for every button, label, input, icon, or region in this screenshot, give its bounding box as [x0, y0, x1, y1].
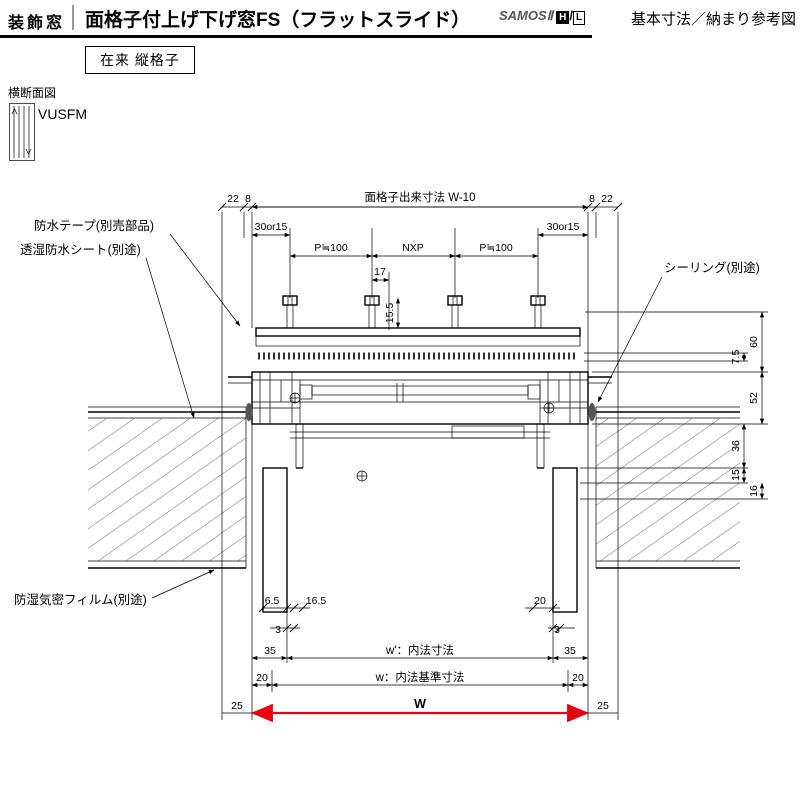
- header-rule: [0, 35, 592, 38]
- lattice-frame-bar: [255, 327, 581, 360]
- brand-badge-separator: /: [569, 8, 573, 23]
- bolt-icon: [447, 295, 463, 329]
- dim-22-right: 22: [601, 193, 613, 205]
- waterproof-tape-joint: [245, 403, 253, 421]
- dim-pitch-left: P≒100: [314, 242, 347, 254]
- dim-36: 36: [730, 440, 742, 452]
- dim-7-5: 7.5: [730, 350, 742, 365]
- model-code: VUSFM: [38, 106, 87, 122]
- dim-offset-left: 30or15: [255, 221, 288, 233]
- screw-icon: [289, 392, 301, 404]
- lattice-window-icon: [9, 103, 35, 161]
- dim-8-left: 8: [245, 193, 251, 205]
- dimension-lines: [217, 202, 765, 723]
- window-frame-section: [251, 371, 589, 425]
- interior-casing: [290, 424, 550, 469]
- screw-icon: [543, 402, 555, 414]
- right-jamb-post: [552, 467, 578, 613]
- page-category: 装飾窓: [8, 15, 66, 32]
- dim-60: 60: [748, 336, 760, 348]
- dim-35-left: 35: [264, 645, 276, 657]
- dim-base-width: w：内法基準寸法: [375, 670, 465, 684]
- callout-waterproof-tape: 防水テープ(別売部品): [34, 218, 154, 233]
- cross-section-drawing: 22 8 面格子出来寸法 W-10 8 22 30or15 30or15 P≒1…: [14, 190, 768, 723]
- dim-6-5: 6.5: [265, 595, 280, 607]
- dim-20-post: 20: [534, 595, 546, 607]
- view-label: 横断面図: [8, 86, 57, 100]
- dim-15: 15: [730, 469, 742, 481]
- dim-pitch-right: P≒100: [479, 242, 512, 254]
- bolt-icon: [530, 295, 546, 329]
- brand-name: SAMOSⅡ: [499, 8, 554, 23]
- callout-moisture-sheet: 透湿防水シート(別途): [20, 242, 141, 257]
- lattice-bolts: [282, 295, 546, 329]
- dim-pitch-mid: NXP: [402, 242, 424, 254]
- dim-overall-w: W: [414, 697, 426, 711]
- bolt-icon: [282, 295, 298, 329]
- dim-25-right: 25: [597, 700, 609, 712]
- left-wall-section: [88, 406, 247, 569]
- dim-inner-width: w'：内法寸法: [385, 643, 454, 657]
- callout-vapor-film: 防湿気密フィルム(別途): [14, 592, 147, 607]
- left-jamb-post: [262, 467, 288, 613]
- sealing-joint: [588, 403, 596, 421]
- bolt-icon: [364, 295, 380, 329]
- page-title: 面格子付上げ下げ窓FS（フラットスライド）: [85, 10, 471, 31]
- dim-17: 17: [374, 266, 386, 278]
- right-wall-section: [595, 406, 740, 569]
- dim-20-right: 20: [572, 672, 584, 684]
- dim-16-5: 16.5: [306, 595, 327, 607]
- dim-20-left: 20: [256, 672, 268, 684]
- header-divider: [72, 5, 74, 30]
- dim-15-5: 15.5: [384, 303, 396, 324]
- screw-icon: [356, 470, 368, 482]
- dim-8-right: 8: [589, 193, 595, 205]
- dim-22-left: 22: [227, 193, 239, 205]
- dim-offset-right: 30or15: [547, 221, 580, 233]
- document-type-label: 基本寸法／納まり参考図: [630, 11, 796, 28]
- dim-3-right: 3: [554, 624, 560, 636]
- series-subtitle-box: 在来 縦格子: [85, 46, 195, 74]
- dim-52: 52: [748, 392, 760, 404]
- brand-badge-l: L: [572, 11, 586, 25]
- dim-16: 16: [748, 485, 760, 497]
- dim-3-left: 3: [275, 624, 281, 636]
- brand-badge-h: H: [556, 11, 570, 24]
- callout-leaders: [145, 233, 663, 599]
- dim-25-left: 25: [231, 700, 243, 712]
- dim-35-right: 35: [564, 645, 576, 657]
- dim-lattice-width: 面格子出来寸法 W-10: [365, 190, 476, 204]
- callout-sealing: シーリング(別途): [664, 260, 760, 275]
